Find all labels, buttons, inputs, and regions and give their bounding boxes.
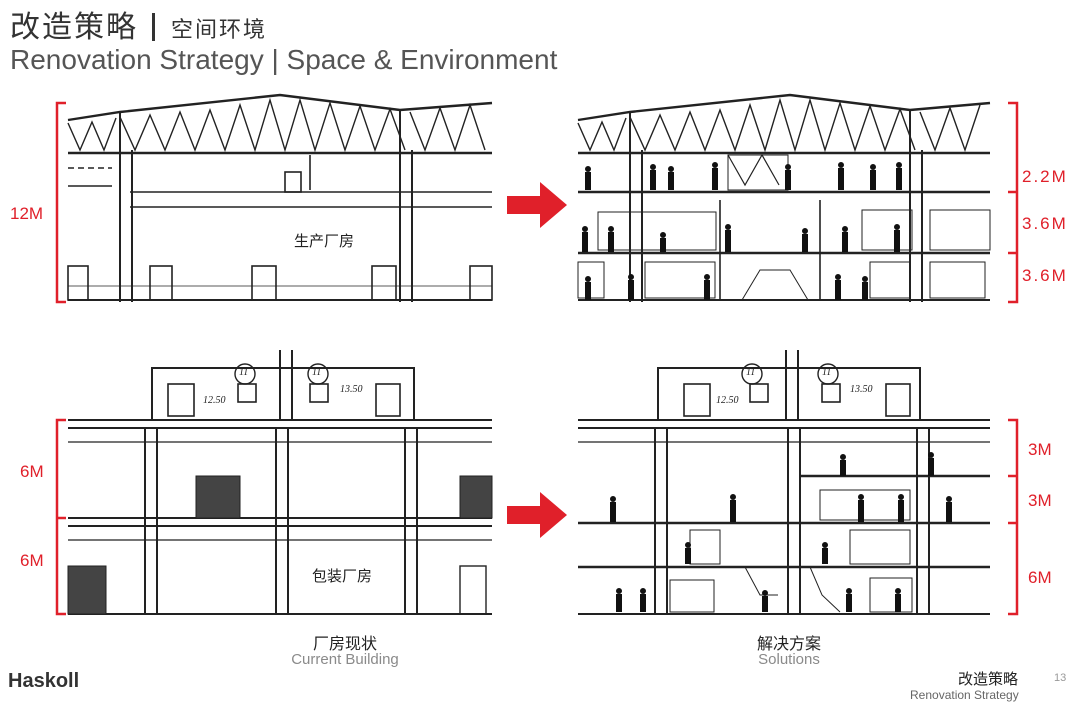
caption-solutions-cn: 解决方案 xyxy=(756,634,821,653)
level-mark-right-1: 12.50 xyxy=(716,395,739,406)
axis-label-left-1: 11 xyxy=(239,367,249,378)
caption-current-en: Current Building xyxy=(291,651,399,668)
axis-label-right-2: 11 xyxy=(822,367,832,378)
page-number: 13 xyxy=(1054,672,1067,684)
section-bottom-right xyxy=(578,350,990,615)
axis-label-right-1: 11 xyxy=(746,367,756,378)
arrow-right-bottom xyxy=(507,492,567,538)
page-title-en: Renovation Strategy | Space & Environmen… xyxy=(10,44,558,75)
section-bottom-left xyxy=(67,350,493,615)
title-separator xyxy=(152,13,155,41)
level-mark-left-1: 12.50 xyxy=(203,395,226,406)
dimension-bottom-left-2: 6M xyxy=(20,551,44,570)
dimension-top-right-2: 3.6M xyxy=(1022,214,1068,233)
level-mark-right-2: 13.50 xyxy=(850,384,873,395)
footer-section-cn: 改造策略 xyxy=(958,670,1019,688)
dimension-bottom-right-1: 3M xyxy=(1028,440,1052,459)
title-cn: 改造策略 xyxy=(10,10,138,45)
arrow-right-top xyxy=(507,182,567,228)
room-label-packaging: 包装厂房 xyxy=(312,567,373,585)
dimension-bottom-right-2: 3M xyxy=(1028,491,1052,510)
subtitle-cn: 空间环境 xyxy=(171,18,268,43)
dimension-top-right-1: 2.2M xyxy=(1022,167,1068,186)
brand-logo: Haskoll xyxy=(8,670,80,692)
page-title: 改造策略 空间环境 xyxy=(10,2,267,46)
section-top-left xyxy=(67,93,493,302)
arrows xyxy=(507,182,567,538)
dimension-bottom-right-3: 6M xyxy=(1028,568,1052,587)
room-label-production: 生产厂房 xyxy=(294,232,355,250)
people-silhouettes xyxy=(582,162,952,612)
section-top-right xyxy=(577,93,991,302)
dimension-bottom-left-1: 6M xyxy=(20,462,44,481)
caption-current-cn: 厂房现状 xyxy=(312,634,377,653)
dimension-top-right-3: 3.6M xyxy=(1022,266,1068,285)
dimension-top-left: 12M xyxy=(10,204,44,223)
caption-solutions-en: Solutions xyxy=(758,651,820,668)
level-mark-left-2: 13.50 xyxy=(340,384,363,395)
axis-label-left-2: 11 xyxy=(312,367,322,378)
dimension-brackets xyxy=(55,101,1019,616)
footer-section-en: Renovation Strategy xyxy=(910,688,1019,702)
